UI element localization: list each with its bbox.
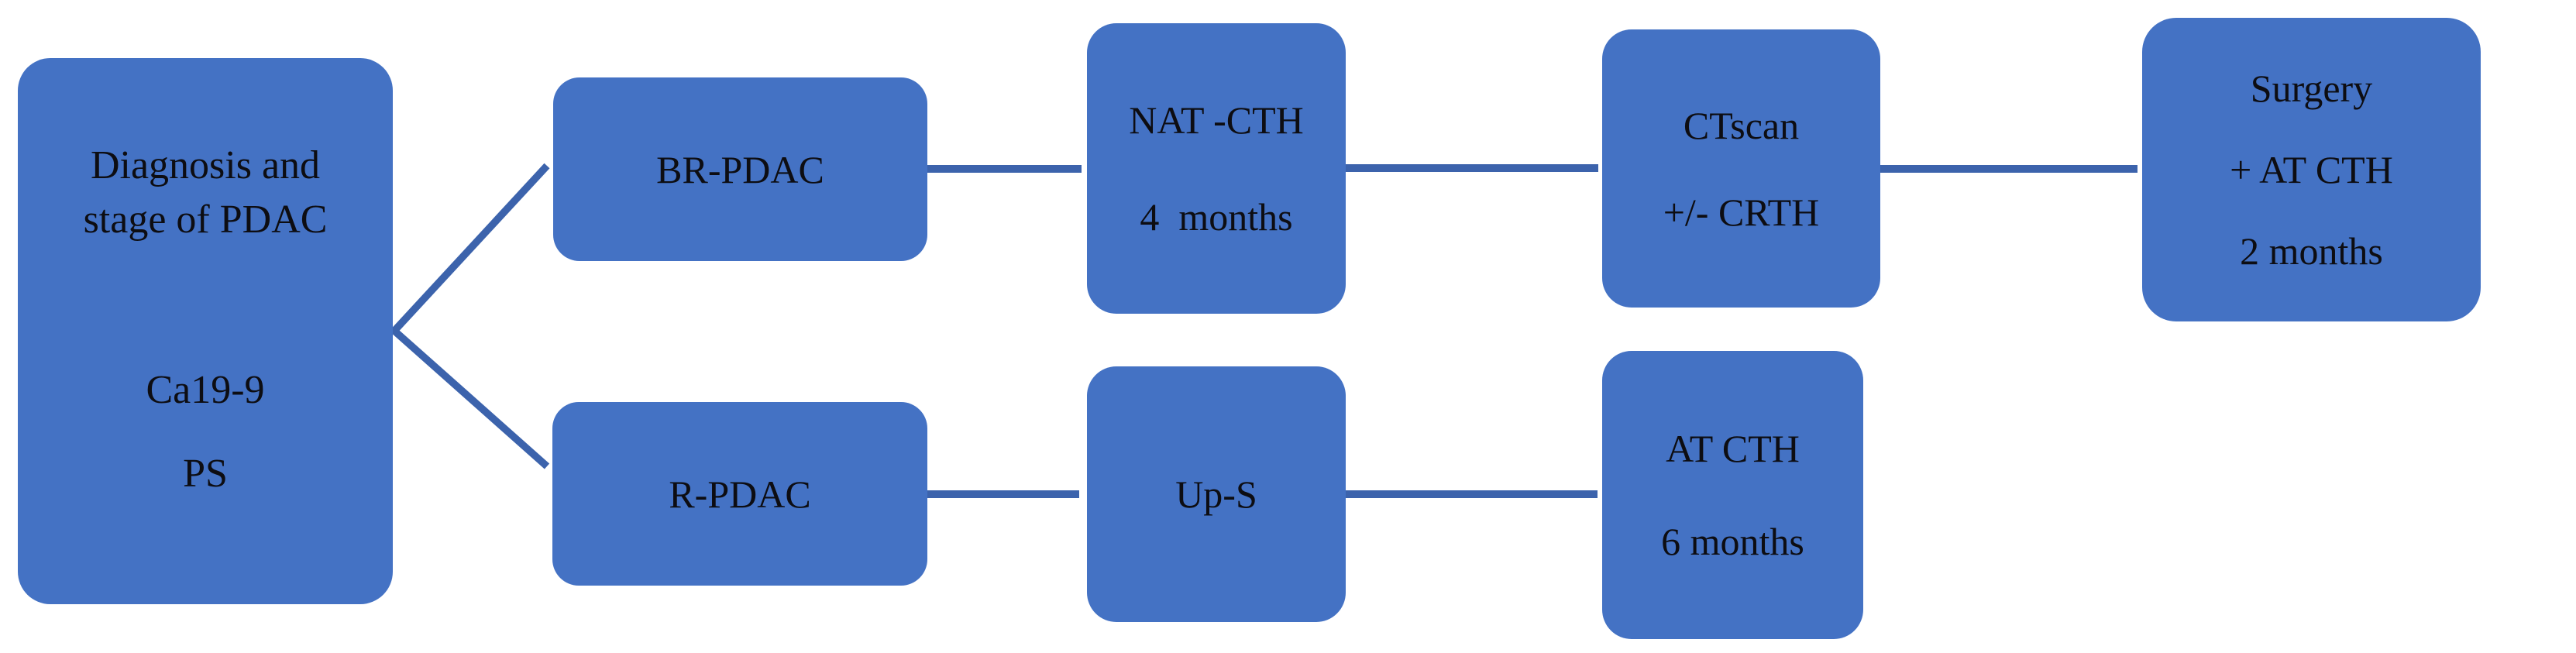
up-s-label: Up-S — [1175, 473, 1257, 516]
connector-natcth-to-ctscan — [1346, 164, 1598, 172]
surgery-label: Surgery — [2250, 66, 2373, 110]
diagnosis-stage-box: Diagnosis and stage of PDAC Ca19-9 PS — [18, 58, 393, 604]
diagnosis-line-2: stage of PDAC — [83, 197, 328, 242]
r-pdac-label: R-PDAC — [669, 472, 811, 516]
branch-lines — [389, 163, 550, 469]
r-pdac-box: R-PDAC — [552, 402, 927, 586]
br-pdac-box: BR-PDAC — [553, 77, 927, 261]
nat-cth-duration: 4 months — [1140, 194, 1293, 239]
upfront-surgery-box: Up-S — [1087, 366, 1346, 622]
br-pdac-label: BR-PDAC — [656, 147, 824, 191]
diagnosis-line-1: Diagnosis and — [90, 143, 321, 187]
nat-cth-box: NAT -CTH 4 months — [1087, 23, 1346, 314]
surgery-box: Surgery + AT CTH 2 months — [2142, 18, 2481, 321]
ca19-9-label: Ca19-9 — [146, 367, 265, 412]
connector-ups-to-atcth — [1346, 490, 1598, 498]
ctscan-box: CTscan +/- CRTH — [1602, 29, 1880, 308]
at-cth-box: AT CTH 6 months — [1602, 351, 1863, 639]
surgery-duration: 2 months — [2240, 229, 2383, 273]
at-cth-label: + AT CTH — [2230, 147, 2393, 191]
nat-cth-label: NAT -CTH — [1129, 98, 1304, 142]
connector-ctscan-to-surgery — [1880, 165, 2137, 173]
at-cth-6m-label: AT CTH — [1666, 427, 1800, 470]
crth-label: +/- CRTH — [1663, 190, 1820, 234]
connector-brpdac-to-natcth — [927, 165, 1082, 173]
ctscan-label: CTscan — [1683, 103, 1800, 147]
connector-rpdac-to-ups — [927, 490, 1079, 498]
at-cth-6m-duration: 6 months — [1661, 520, 1804, 563]
ps-label: PS — [183, 451, 228, 496]
